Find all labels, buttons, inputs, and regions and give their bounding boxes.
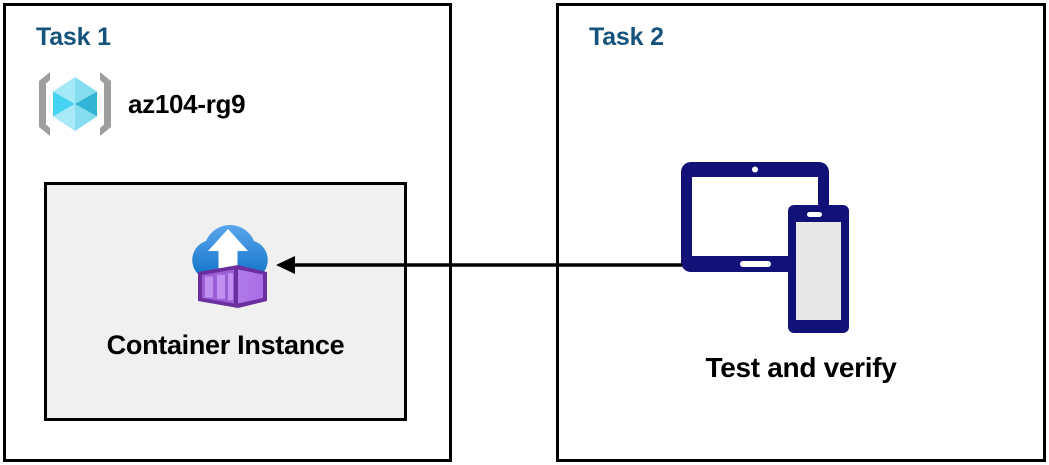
tablet-and-phone-icon (681, 162, 849, 333)
resource-group-label: az104-rg9 (128, 88, 246, 119)
arrow-task2-to-container-instance (276, 256, 682, 274)
resource-group-row: az104-rg9 (36, 68, 246, 140)
panel-task-1: Task 1 az104-r (3, 3, 452, 462)
container-instance-icon (192, 225, 268, 308)
panel-task-2-title: Task 2 (589, 23, 664, 51)
test-and-verify-label: Test and verify (705, 352, 897, 383)
container-instance-label: Container Instance (106, 330, 345, 360)
container-instance-box: Container Instance (44, 182, 407, 421)
panel-task-1-title: Task 1 (36, 23, 111, 51)
resource-group-icon (39, 72, 111, 136)
